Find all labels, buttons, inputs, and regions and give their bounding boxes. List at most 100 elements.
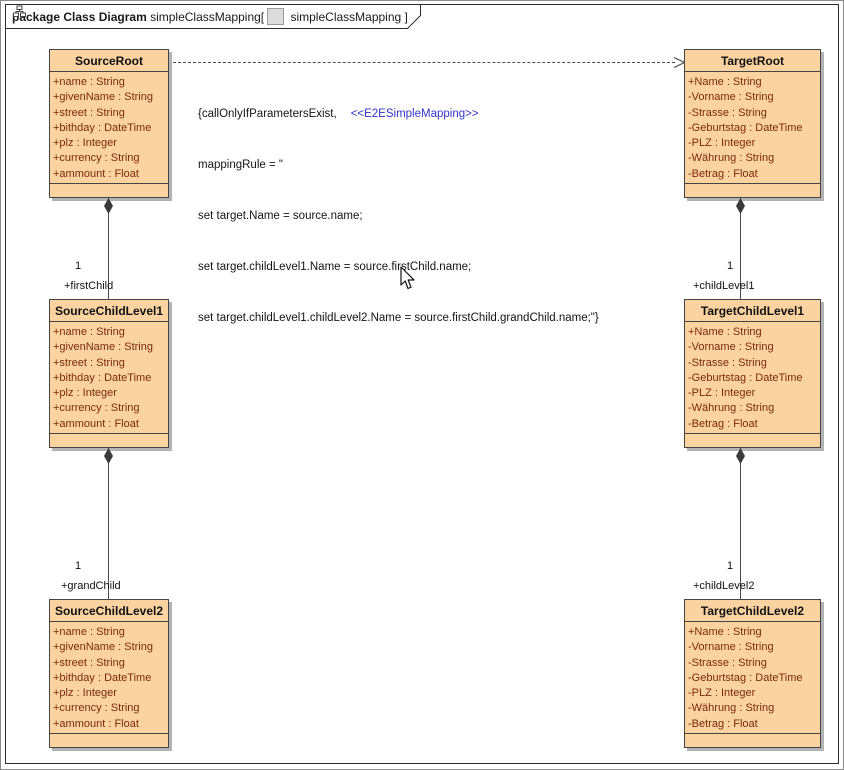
attribute-row[interactable]: -Strasse : String	[688, 656, 767, 669]
class-source-root[interactable]: SourceRoot +name : String +givenName : St…	[49, 49, 169, 198]
class-source-child-level1[interactable]: SourceChildLevel1 +name : String +givenNa…	[49, 299, 169, 448]
multiplicity-label[interactable]: 1	[727, 560, 734, 572]
operations-compartment	[685, 434, 820, 447]
attribute-row[interactable]: -Währung : String	[688, 152, 775, 165]
frame-kind-label: package Class Diagram	[12, 9, 147, 24]
composition-diamond-icon	[104, 448, 113, 464]
stereotype-label: <<E2ESimpleMapping>>	[350, 108, 479, 120]
attribute-row[interactable]: +ammount : Float	[53, 167, 139, 180]
annotation-line: set target.childLevel1.Name = source.fir…	[198, 261, 472, 273]
composition-diamond-icon	[736, 198, 745, 214]
operations-compartment	[50, 434, 168, 447]
role-label-childlevel1[interactable]: +childLevel1	[693, 280, 755, 292]
composition-line-target-child1-child2[interactable]	[740, 448, 741, 599]
dependency-arrowhead-icon	[673, 57, 685, 69]
attributes-compartment: +Name : String -Vorname : String -Strasse …	[685, 622, 820, 734]
dependency-dashed-line[interactable]	[173, 62, 675, 63]
operations-compartment	[50, 184, 168, 197]
attribute-row[interactable]: +street : String	[53, 356, 125, 369]
role-label-firstchild[interactable]: +firstChild	[64, 280, 114, 292]
attributes-compartment: +Name : String -Vorname : String -Strasse …	[685, 72, 820, 184]
attribute-row[interactable]: +givenName : String	[53, 641, 153, 654]
constraint-text: {callOnlyIfParametersExist,	[198, 108, 337, 120]
attribute-row[interactable]: -Betrag : Float	[688, 417, 758, 430]
class-name: TargetChildLevel2	[685, 600, 820, 622]
class-source-child-level2[interactable]: SourceChildLevel2 +name : String+givenNa…	[49, 599, 169, 748]
attribute-row[interactable]: -PLZ : Integer	[688, 687, 756, 700]
attribute-row[interactable]: -Währung : String	[688, 702, 775, 715]
attributes-compartment: +name : String +givenName : String +street…	[50, 322, 168, 434]
attribute-row[interactable]: +givenName : String	[53, 91, 153, 104]
attribute-row[interactable]: -Betrag : Float	[688, 717, 758, 730]
attribute-row[interactable]: +givenName : String	[53, 341, 153, 354]
composition-line-source-child1-child2[interactable]	[108, 448, 109, 599]
mouse-cursor-icon	[400, 266, 415, 290]
operations-compartment	[50, 734, 168, 747]
attributes-compartment: +name : String +givenName : String +street…	[50, 622, 168, 734]
attribute-row[interactable]: +bithday : DateTime	[53, 371, 152, 384]
attribute-row[interactable]: -Strasse : String	[688, 356, 767, 369]
class-name: TargetChildLevel1	[685, 300, 820, 322]
hierarchy-glyph	[13, 5, 26, 17]
attribute-row[interactable]: +currency : String	[53, 702, 140, 715]
annotation-line: mappingRule = "	[198, 159, 283, 171]
tab-shape	[5, 4, 421, 29]
attribute-row[interactable]: -PLZ : Integer	[688, 387, 756, 400]
attribute-row[interactable]: +plz : Integer	[53, 387, 117, 400]
annotation-line: set target.Name = source.name;	[198, 210, 363, 222]
multiplicity-label[interactable]: 1	[727, 260, 734, 272]
attributes-compartment: +name : String +givenName : String +street…	[50, 72, 168, 184]
class-name: SourceRoot	[50, 50, 168, 72]
frame-header-tab[interactable]: package Class Diagram simpleClassMapping…	[5, 4, 421, 29]
attribute-row[interactable]: +Name : String	[688, 626, 762, 638]
composition-line-source-root-child1[interactable]	[108, 198, 109, 299]
attribute-row[interactable]: -Vorname : String	[688, 341, 774, 354]
class-name: SourceChildLevel1	[50, 300, 168, 322]
attribute-row[interactable]: -Vorname : String	[688, 641, 774, 654]
attribute-row[interactable]: +street : String	[53, 656, 125, 669]
composition-diamond-icon	[104, 198, 113, 214]
attribute-row[interactable]: -PLZ : Integer	[688, 137, 756, 150]
class-diagram-icon[interactable]	[13, 5, 285, 25]
attribute-row[interactable]: +Name : String	[688, 326, 762, 338]
attribute-row[interactable]: -Geburtstag : DateTime	[688, 671, 803, 684]
attribute-row[interactable]: +name : String	[53, 76, 125, 88]
operations-compartment	[685, 734, 820, 747]
attributes-compartment: +Name : String -Vorname : String -Strasse …	[685, 322, 820, 434]
attribute-row[interactable]: -Geburtstag : DateTime	[688, 371, 803, 384]
attribute-row[interactable]: +plz : Integer	[53, 137, 117, 150]
multiplicity-label[interactable]: 1	[75, 560, 82, 572]
role-label-grandchild[interactable]: +grandChild	[61, 580, 121, 592]
class-target-child-level1[interactable]: TargetChildLevel1 +Name : String -Vorname…	[684, 299, 821, 448]
package-frame-border	[5, 4, 839, 764]
attribute-row[interactable]: -Geburtstag : DateTime	[688, 121, 803, 134]
attribute-row[interactable]: +ammount : Float	[53, 717, 139, 730]
mapping-rule-annotation[interactable]: {callOnlyIfParametersExist, <<E2ESimpleM…	[198, 72, 638, 361]
attribute-row[interactable]: -Betrag : Float	[688, 167, 758, 180]
composition-line-target-root-child1[interactable]	[740, 198, 741, 299]
attribute-row[interactable]: -Strasse : String	[688, 106, 767, 119]
composition-diamond-icon	[736, 448, 745, 464]
frame-diagram-name: simpleClassMapping ]	[287, 9, 408, 24]
attribute-row[interactable]: +currency : String	[53, 402, 140, 415]
attribute-row[interactable]: +ammount : Float	[53, 417, 139, 430]
attribute-row[interactable]: +currency : String	[53, 152, 140, 165]
attribute-row[interactable]: +bithday : DateTime	[53, 121, 152, 134]
attribute-row[interactable]: +name : String	[53, 326, 125, 338]
class-name: TargetRoot	[685, 50, 820, 72]
attribute-row[interactable]: +bithday : DateTime	[53, 671, 152, 684]
multiplicity-label[interactable]: 1	[75, 260, 82, 272]
attribute-row[interactable]: +Name : String	[688, 76, 762, 88]
role-label-childlevel2[interactable]: +childLevel2	[693, 580, 755, 592]
frame-package-name: simpleClassMapping[	[146, 9, 265, 24]
class-target-root[interactable]: TargetRoot +Name : String -Vorname : Stri…	[684, 49, 821, 198]
attribute-row[interactable]: +plz : Integer	[53, 687, 117, 700]
attribute-row[interactable]: -Währung : String	[688, 402, 775, 415]
attribute-row[interactable]: -Vorname : String	[688, 91, 774, 104]
annotation-line: set target.childLevel1.childLevel2.Name …	[198, 312, 599, 324]
class-target-child-level2[interactable]: TargetChildLevel2 +Name : String -Vorname…	[684, 599, 821, 748]
operations-compartment	[685, 184, 820, 197]
attribute-row[interactable]: +name : String	[53, 626, 125, 638]
attribute-row[interactable]: +street : String	[53, 106, 125, 119]
